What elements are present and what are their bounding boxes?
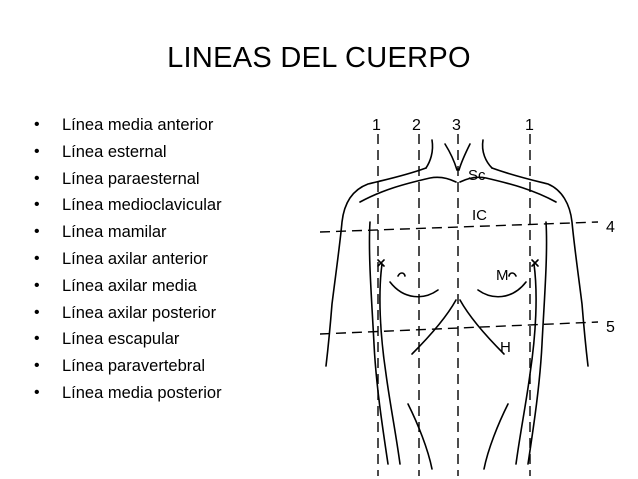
left-pectoral-curve	[389, 281, 439, 298]
list-item-label: Línea paravertebral	[62, 357, 206, 376]
slide-title: LINEAS DEL CUERPO	[167, 42, 471, 74]
left-clavicle	[359, 176, 457, 203]
body-lines-list: • Línea media anterior • Línea esternal • L…	[34, 112, 222, 407]
torso-diagram-svg: 1 2 3 1 4 5 Sc IC M H	[319, 117, 615, 476]
list-item: • Línea paravertebral	[34, 353, 222, 380]
bullet-icon: •	[34, 116, 40, 133]
bullet-icon: •	[34, 196, 40, 214]
list-item: • Línea axilar anterior	[34, 246, 222, 273]
list-item: • Línea axilar posterior	[34, 300, 222, 327]
horizontal-line-4	[319, 221, 599, 233]
list-item-label: Línea axilar anterior	[62, 249, 208, 268]
list-item: • Línea mamilar	[34, 219, 222, 246]
neck-left-outline	[425, 139, 434, 169]
torso-outline	[325, 139, 589, 470]
bullet-icon: •	[34, 223, 40, 241]
right-clavicle	[459, 176, 557, 203]
bullet-icon: •	[34, 330, 40, 348]
list-item: • Línea medioclavicular	[34, 192, 222, 219]
left-nipple-icon	[397, 272, 406, 277]
horizontal-line-label: 4	[606, 219, 615, 236]
right-shoulder-arm-outline	[491, 167, 589, 367]
right-nipple-icon	[508, 272, 517, 277]
region-label-mammary: M	[496, 267, 509, 284]
list-item: • Línea paraesternal	[34, 166, 222, 193]
list-item-label: Línea media anterior	[62, 116, 214, 134]
bullet-icon: •	[34, 142, 40, 160]
right-inner-arm	[527, 221, 548, 465]
right-torso-side	[515, 263, 537, 465]
list-item: • Línea escapular	[34, 326, 222, 353]
bullet-icon: •	[34, 249, 40, 267]
neck-right-outline	[481, 139, 493, 169]
list-item: • Línea media anterior	[34, 112, 222, 139]
bullet-icon: •	[34, 169, 40, 187]
list-item-label: Línea axilar media	[62, 276, 197, 295]
bullet-icon: •	[34, 276, 40, 294]
list-item: • Línea media posterior	[34, 380, 222, 407]
vertical-line-label: 3	[452, 117, 461, 134]
list-item-label: Línea escapular	[62, 330, 180, 349]
list-item-label: Línea axilar posterior	[62, 303, 217, 322]
list-item-label: Línea mamilar	[62, 223, 167, 242]
left-abdomen-line	[407, 403, 433, 470]
left-axilla-mark	[377, 259, 385, 267]
list-item-label: Línea paraesternal	[62, 169, 200, 188]
list-item-label: Línea medioclavicular	[62, 196, 222, 215]
horizontal-line-label: 5	[606, 319, 615, 336]
right-pectoral-curve	[477, 281, 527, 298]
horizontal-line-5	[319, 321, 599, 335]
right-abdomen-line	[483, 403, 509, 470]
list-item: • Línea axilar media	[34, 273, 222, 300]
vertical-line-label: 1	[525, 117, 534, 134]
costal-margin	[411, 299, 505, 355]
left-inner-arm	[368, 221, 389, 465]
bullet-icon: •	[34, 383, 40, 401]
list-item-label: Línea media posterior	[62, 383, 222, 402]
vertical-line-label: 1	[372, 117, 381, 134]
vertical-line-label: 2	[412, 117, 421, 134]
list-item-label: Línea esternal	[62, 142, 167, 161]
reference-lines	[319, 134, 599, 476]
bullet-icon: •	[34, 303, 40, 321]
bullet-icon: •	[34, 357, 40, 375]
region-label-supraclavicular: Sc	[468, 167, 486, 184]
left-torso-side	[379, 263, 401, 465]
right-axilla-mark	[531, 259, 539, 267]
region-label-hypochondrium: H	[500, 339, 511, 356]
jugular-notch	[444, 143, 471, 171]
left-shoulder-arm-outline	[325, 167, 427, 367]
region-label-infraclavicular: IC	[472, 207, 487, 224]
torso-diagram: 1 2 3 1 4 5 Sc IC M H	[300, 104, 638, 479]
list-item: • Línea esternal	[34, 139, 222, 166]
